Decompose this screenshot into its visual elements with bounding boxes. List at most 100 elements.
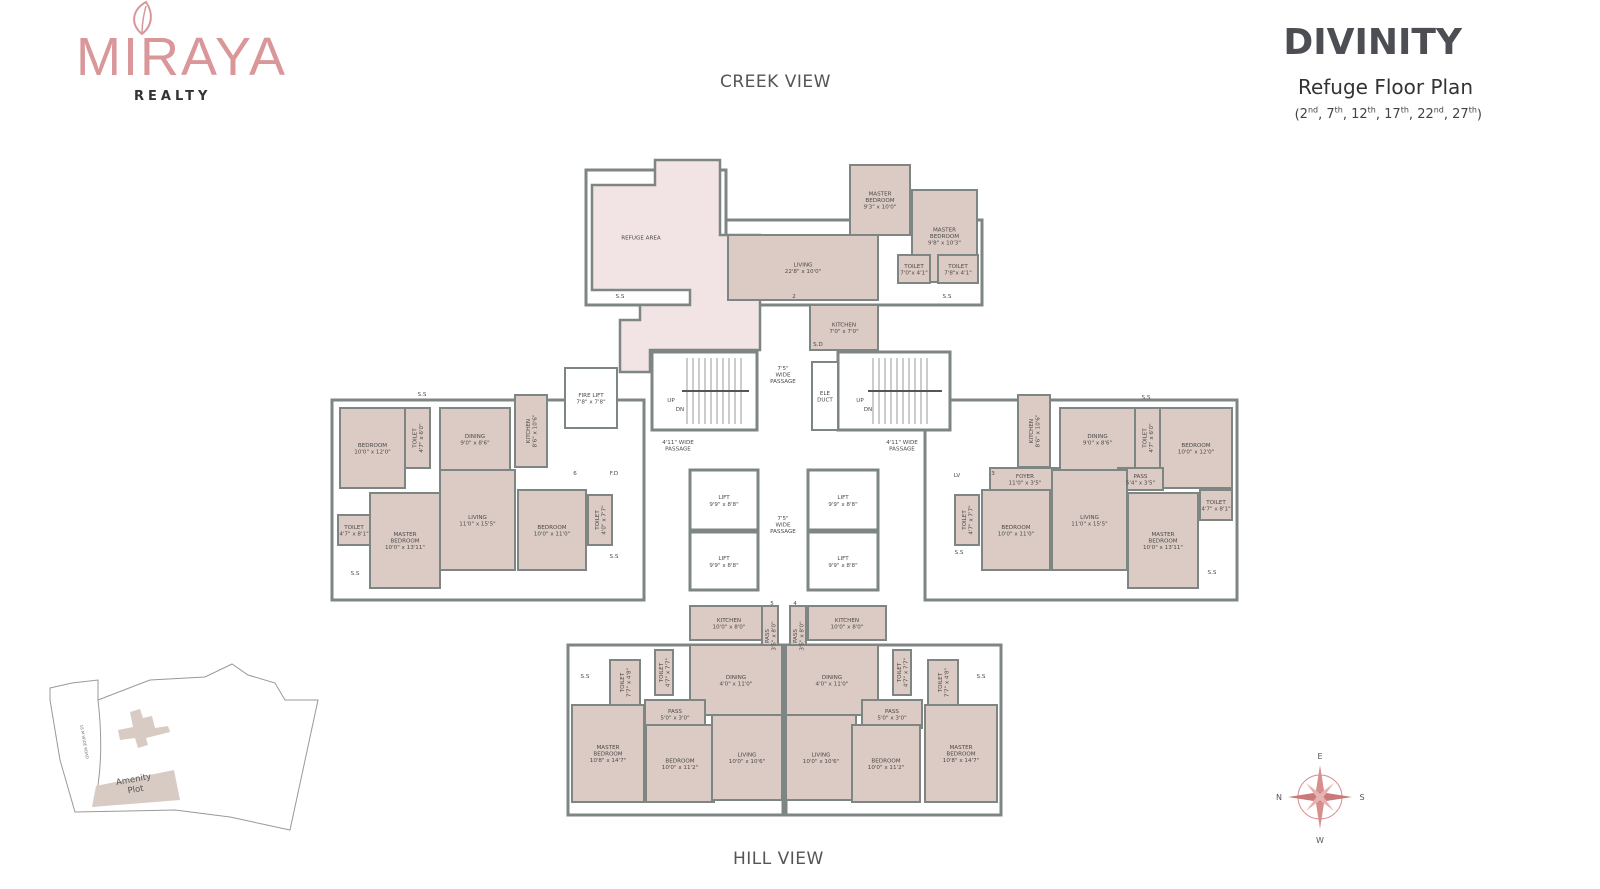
room-toilet — [937, 254, 979, 284]
room-size: 7'8" x 7'8" — [576, 399, 606, 405]
room-size: 4'0" x 11'0" — [816, 681, 849, 687]
room-size: 7'8"x 4'1" — [944, 270, 972, 276]
room-size: 10'0" x 8'0" — [831, 624, 864, 630]
room-master-bedroom — [369, 492, 441, 589]
room-bedroom — [851, 724, 921, 803]
room-name: KITCHEN — [717, 618, 741, 624]
room-name: MASTER — [868, 192, 891, 198]
room-size: 7'7" x 4'8" — [944, 667, 950, 697]
rooms — [337, 164, 1233, 803]
room-pass — [861, 699, 923, 729]
room-size: 9'8" x 10'3" — [928, 241, 961, 247]
wall — [923, 398, 1239, 602]
room-size: 4'7" x 8'1" — [339, 531, 369, 537]
room-kitchen — [689, 605, 769, 641]
passage-label: PASSAGE — [770, 379, 796, 385]
plan-marker: S.S — [616, 294, 625, 300]
room-name: PASS — [1134, 474, 1148, 480]
room-name: DINING — [726, 675, 746, 681]
room-size: 8'6" x 10'6" — [532, 414, 538, 447]
room-name: LIVING — [468, 515, 487, 521]
leaf-icon — [124, 0, 160, 40]
room-toilet — [1134, 407, 1161, 469]
plan-subtitle: Refuge Floor Plan — [1297, 75, 1473, 99]
floor-number: 2nd — [1299, 106, 1319, 123]
room-name: MASTER — [596, 745, 619, 751]
room-size: 10'8" x 14'7" — [590, 758, 627, 764]
room-name: MASTER — [933, 228, 956, 234]
room-size: 10'8" x 14'7" — [943, 758, 980, 764]
compass-icon: E W N S — [1276, 752, 1365, 845]
room-size: 7'0"x 4'1" — [900, 270, 928, 276]
plan-marker: 5 — [770, 601, 774, 607]
room-master-bedroom — [849, 164, 911, 236]
room-size: 3'5" x 8'0" — [771, 621, 777, 651]
room-size: 10'0" x 13'11" — [1143, 545, 1183, 551]
room-living — [727, 234, 879, 301]
floor-list: (2nd, 7th, 12th, 17th, 22nd, 27th) — [1294, 106, 1482, 123]
room-name: BEDROOM — [537, 525, 566, 531]
room-living — [785, 714, 857, 801]
room-living — [439, 469, 516, 571]
room-master-bedroom — [571, 704, 645, 803]
compass-east: E — [1317, 752, 1322, 761]
room-kitchen — [514, 394, 548, 468]
plan-marker: 4 — [793, 601, 797, 607]
plan-marker: LV — [954, 473, 961, 479]
room-toilet — [587, 494, 613, 546]
lift-shaft — [806, 468, 880, 532]
room-master-bedroom — [924, 704, 998, 803]
room-name: KITCHEN — [526, 419, 532, 443]
passage-label: WIDE — [775, 373, 790, 379]
room-size: 9'3" x 10'0" — [864, 205, 897, 211]
room-size: 5'0" x 3'0" — [877, 715, 907, 721]
lift-size: 9'9" x 8'8" — [709, 563, 739, 569]
room-name: BEDROOM — [390, 539, 419, 545]
room-toilet — [337, 514, 371, 546]
room-bedroom — [981, 489, 1051, 571]
room-toilet — [897, 254, 931, 284]
room-size: 10'0" x 11'0" — [998, 531, 1035, 537]
room-name: PASS — [668, 709, 682, 715]
room-name: TOILET — [343, 525, 364, 531]
room-name: BEDROOM — [593, 752, 622, 758]
room-size: 10'0" x 10'6" — [729, 759, 766, 765]
room-name: TOILET — [962, 510, 968, 531]
lift-shaft — [806, 530, 880, 592]
room-name: TOILET — [903, 264, 924, 270]
lift-size: 9'9" x 8'8" — [828, 502, 858, 508]
room-size: 10'0" x 11'2" — [868, 765, 905, 771]
compass-south: S — [1359, 793, 1364, 802]
room-bedroom — [1159, 407, 1233, 489]
brand-logo: MIRAYA — [76, 27, 288, 87]
plan-marker: S.S — [1208, 570, 1217, 576]
room-size: 5'4" x 3'5" — [1126, 480, 1156, 486]
room-name: PASS — [885, 709, 899, 715]
room-name: TOILET — [1142, 428, 1148, 449]
room-size: 4'7" x 7'7" — [665, 657, 671, 687]
room-name: MASTER — [393, 532, 416, 538]
room-toilet — [654, 649, 674, 696]
room-size: 10'0" x 13'11" — [385, 545, 425, 551]
room-size: 10'0" x 12'0" — [354, 449, 391, 455]
plan-marker: S.S — [1142, 395, 1151, 401]
top-view-label: CREEK VIEW — [720, 72, 831, 92]
room-toilet — [892, 649, 912, 696]
floor-number: 22nd — [1417, 106, 1444, 123]
